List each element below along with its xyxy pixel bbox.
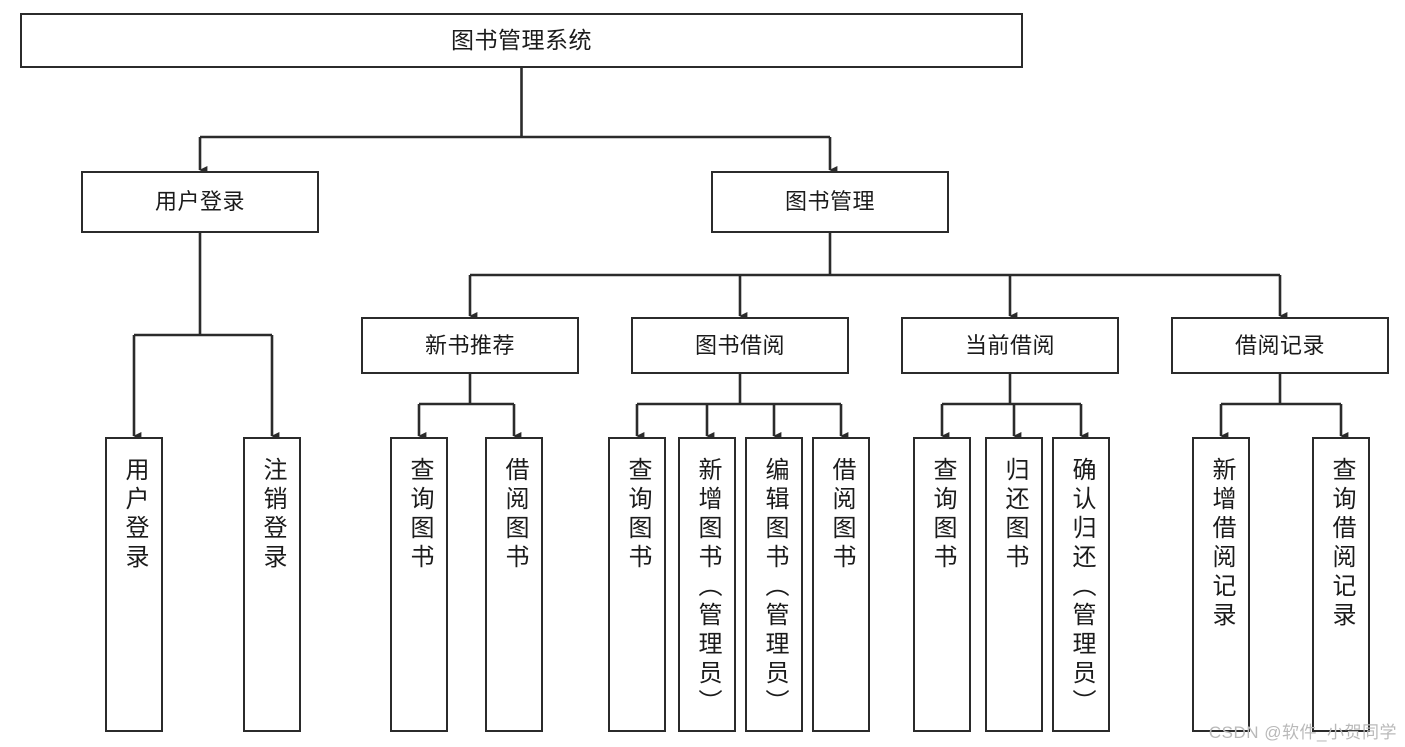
leaf-user-login[interactable]: 用户登录: [105, 437, 163, 732]
node-user-login[interactable]: 用户登录: [81, 171, 319, 233]
leaf-user-login-label: 用户登录: [121, 457, 148, 573]
leaf-borrow-book-1-label: 借阅图书: [501, 457, 528, 573]
leaf-query-book-2[interactable]: 查询图书: [608, 437, 666, 732]
node-book-borrow[interactable]: 图书借阅: [631, 317, 849, 374]
node-current-borrow-label: 当前借阅: [964, 332, 1055, 358]
node-borrow-record[interactable]: 借阅记录: [1171, 317, 1389, 374]
leaf-add-record-label: 新增借阅记录: [1208, 457, 1235, 631]
node-user-login-label: 用户登录: [154, 189, 245, 215]
leaf-confirm-return-label: 确认归还（管理员）: [1068, 457, 1095, 718]
leaf-return-book-label: 归还图书: [1001, 457, 1028, 573]
node-borrow-record-label: 借阅记录: [1234, 332, 1325, 358]
leaf-edit-book[interactable]: 编辑图书（管理员）: [745, 437, 803, 732]
leaf-add-record[interactable]: 新增借阅记录: [1192, 437, 1250, 732]
leaf-query-book-1[interactable]: 查询图书: [390, 437, 448, 732]
node-new-book-recommend-label: 新书推荐: [424, 332, 515, 358]
leaf-query-record-label: 查询借阅记录: [1328, 457, 1355, 631]
node-current-borrow[interactable]: 当前借阅: [901, 317, 1119, 374]
leaf-add-book-label: 新增图书（管理员）: [694, 457, 721, 718]
leaf-borrow-book-2-label: 借阅图书: [828, 457, 855, 573]
node-root-label: 图书管理系统: [451, 26, 592, 53]
leaf-add-book[interactable]: 新增图书（管理员）: [678, 437, 736, 732]
leaf-query-record[interactable]: 查询借阅记录: [1312, 437, 1370, 732]
node-book-manage[interactable]: 图书管理: [711, 171, 949, 233]
node-new-book-recommend[interactable]: 新书推荐: [361, 317, 579, 374]
node-book-manage-label: 图书管理: [784, 189, 875, 215]
leaf-query-book-1-label: 查询图书: [406, 457, 433, 573]
leaf-confirm-return[interactable]: 确认归还（管理员）: [1052, 437, 1110, 732]
leaf-query-book-3-label: 查询图书: [929, 457, 956, 573]
leaf-borrow-book-1[interactable]: 借阅图书: [485, 437, 543, 732]
leaf-borrow-book-2[interactable]: 借阅图书: [812, 437, 870, 732]
node-root[interactable]: 图书管理系统: [20, 13, 1023, 68]
leaf-query-book-3[interactable]: 查询图书: [913, 437, 971, 732]
leaf-user-logout[interactable]: 注销登录: [243, 437, 301, 732]
leaf-query-book-2-label: 查询图书: [624, 457, 651, 573]
csdn-watermark: CSDN @软件_小贺同学: [1208, 723, 1397, 742]
leaf-return-book[interactable]: 归还图书: [985, 437, 1043, 732]
leaf-user-logout-label: 注销登录: [259, 457, 286, 573]
node-book-borrow-label: 图书借阅: [694, 332, 785, 358]
leaf-edit-book-label: 编辑图书（管理员）: [761, 457, 788, 718]
